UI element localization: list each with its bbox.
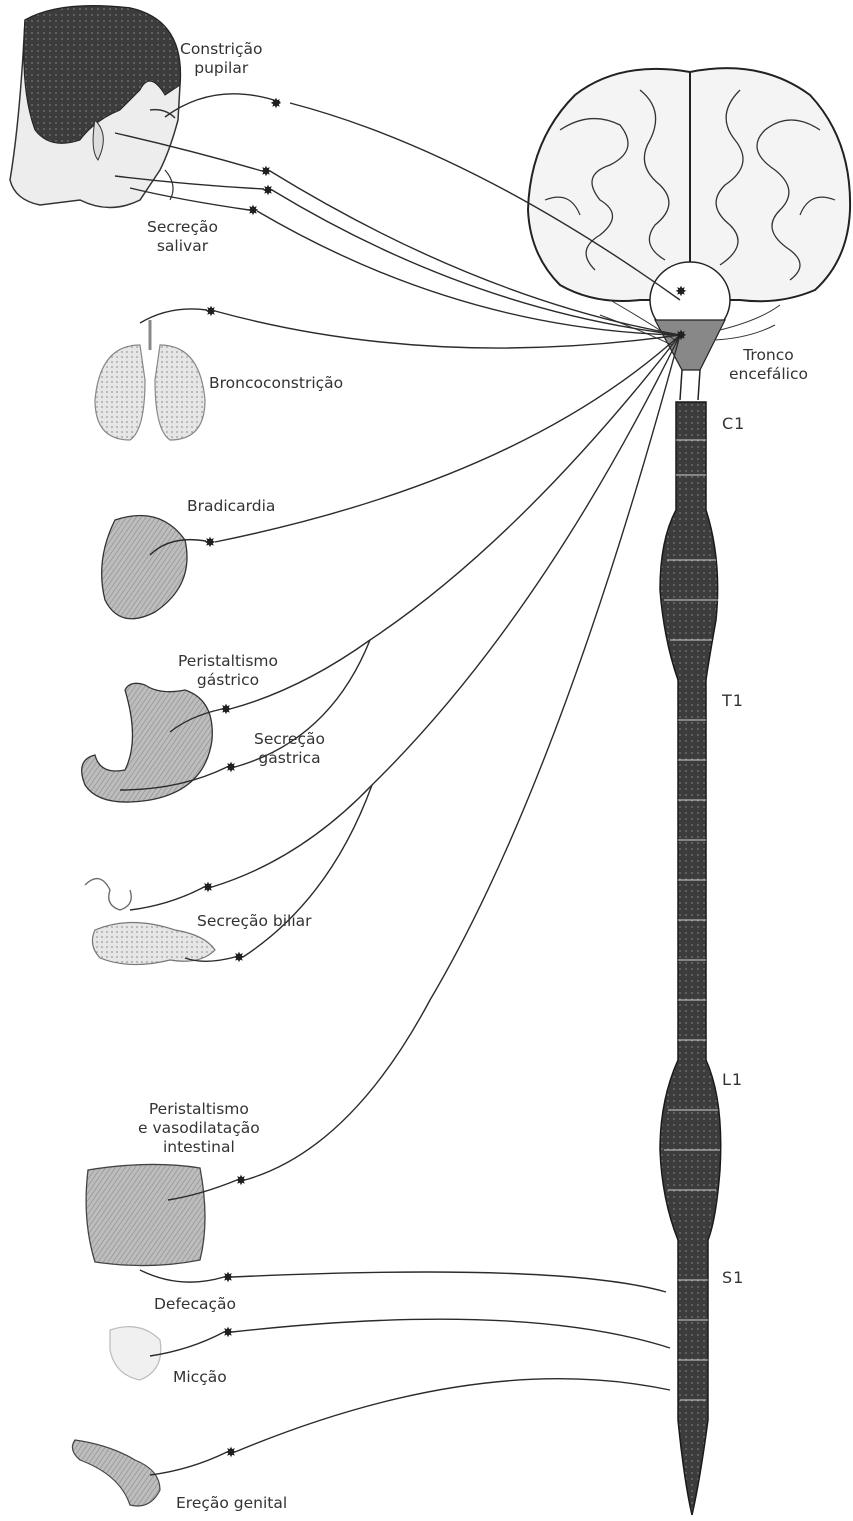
ganglion-lung: ✸: [205, 304, 217, 320]
segment-t1: T1: [722, 691, 744, 710]
segment-l1: L1: [722, 1070, 743, 1089]
ganglion-otic: ✸: [262, 183, 274, 199]
ganglion-gallbladder: ✸: [202, 880, 214, 896]
ganglion-brain-2: ✸: [675, 328, 687, 344]
ganglion-submandibular: ✸: [247, 203, 259, 219]
label-constricao-pupilar: Constrição pupilar: [180, 40, 262, 78]
ganglion-bladder: ✸: [222, 1325, 234, 1341]
label-line: gástrica: [254, 749, 325, 768]
label-line: salivar: [147, 237, 218, 256]
intestine: [86, 1164, 205, 1265]
label-bradicardia: Bradicardia: [187, 497, 275, 516]
lungs: [95, 320, 205, 440]
label-line: Peristaltismo: [178, 652, 278, 671]
heart: [102, 516, 187, 619]
genitals: [72, 1440, 160, 1506]
label-line: Tronco: [729, 346, 808, 365]
label-miccao: Micção: [173, 1368, 227, 1387]
label-broncoconstricao: Broncoconstrição: [209, 374, 343, 393]
label-tronco-encefalico: Tronco encefálico: [729, 346, 808, 384]
label-line: pupilar: [180, 59, 262, 78]
ganglion-brain-1: ✸: [675, 284, 687, 300]
ganglion-ciliary: ✸: [270, 96, 282, 112]
label-secrecao-gastrica: Secreção gástrica: [254, 730, 325, 768]
ganglion-stomach-1: ✸: [220, 702, 232, 718]
label-line: Peristaltismo: [138, 1100, 260, 1119]
label-line: e vasodilatação: [138, 1119, 260, 1138]
ganglion-pancreas: ✸: [233, 950, 245, 966]
ganglion-rectum: ✸: [222, 1270, 234, 1286]
nerve-pathways: [115, 94, 680, 1475]
bladder: [110, 1327, 161, 1380]
label-line: gástrico: [178, 671, 278, 690]
stomach: [82, 683, 213, 802]
label-peristaltismo-intestinal: Peristaltismo e vasodilatação intestinal: [138, 1100, 260, 1157]
label-defecacao: Defecação: [154, 1295, 236, 1314]
label-line: encefálico: [729, 365, 808, 384]
ganglion-stomach-2: ✸: [225, 760, 237, 776]
brain-illustration: [528, 68, 850, 338]
label-secrecao-salivar: Secreção salivar: [147, 218, 218, 256]
head-illustration: [10, 6, 180, 208]
ganglion-intestine: ✸: [235, 1173, 247, 1189]
label-line: Secreção: [254, 730, 325, 749]
ganglion-pterygopalatine: ✸: [260, 164, 272, 180]
label-line: Constrição: [180, 40, 262, 59]
label-erecao-genital: Ereção genital: [176, 1494, 287, 1513]
ganglion-heart: ✸: [204, 535, 216, 551]
label-secrecao-biliar: Secreção biliar: [197, 912, 312, 931]
label-peristaltismo-gastrico: Peristaltismo gástrico: [178, 652, 278, 690]
segment-c1: C1: [722, 414, 745, 433]
segment-s1: S1: [722, 1268, 744, 1287]
label-line: intestinal: [138, 1138, 260, 1157]
ganglion-genital: ✸: [225, 1445, 237, 1461]
label-line: Secreção: [147, 218, 218, 237]
